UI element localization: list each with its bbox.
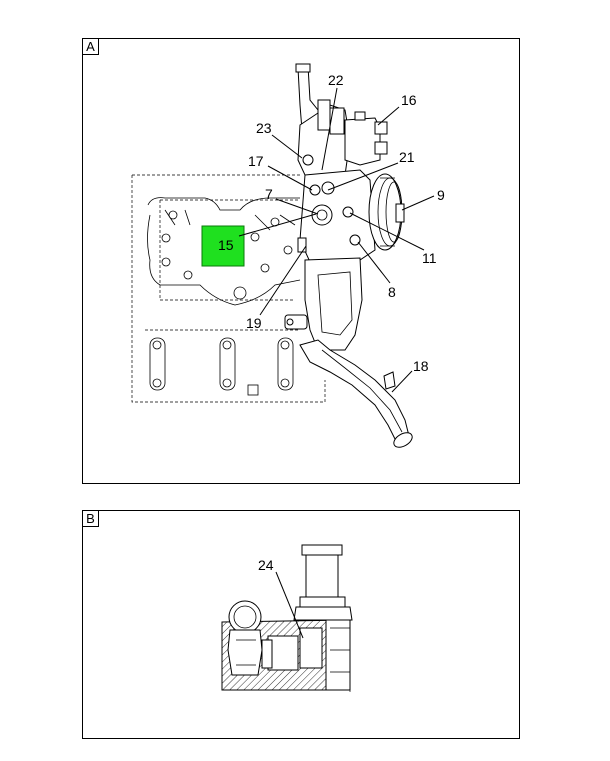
callout-18: 18 — [413, 358, 429, 374]
pump-assembly — [284, 63, 413, 448]
callout-15: 15 — [218, 237, 234, 253]
section-view-b — [221, 544, 353, 692]
callout-9: 9 — [437, 187, 445, 203]
leader-24 — [275, 571, 304, 639]
callout-8: 8 — [388, 284, 396, 300]
callout-11: 11 — [422, 250, 437, 266]
callout-7: 7 — [265, 186, 273, 202]
callout-19: 19 — [246, 315, 262, 331]
highlight-box-15 — [201, 225, 245, 267]
panel-b-tag: B — [83, 511, 99, 527]
callout-21: 21 — [399, 149, 415, 165]
engine-block-outline — [131, 174, 326, 403]
callout-16: 16 — [401, 92, 417, 108]
panel-a-tag: A — [83, 39, 99, 55]
callout-23: 23 — [256, 120, 272, 136]
leader-lines-a — [238, 87, 435, 393]
callout-22: 22 — [328, 72, 344, 88]
callout-17: 17 — [248, 153, 264, 169]
callout-24: 24 — [258, 557, 274, 573]
